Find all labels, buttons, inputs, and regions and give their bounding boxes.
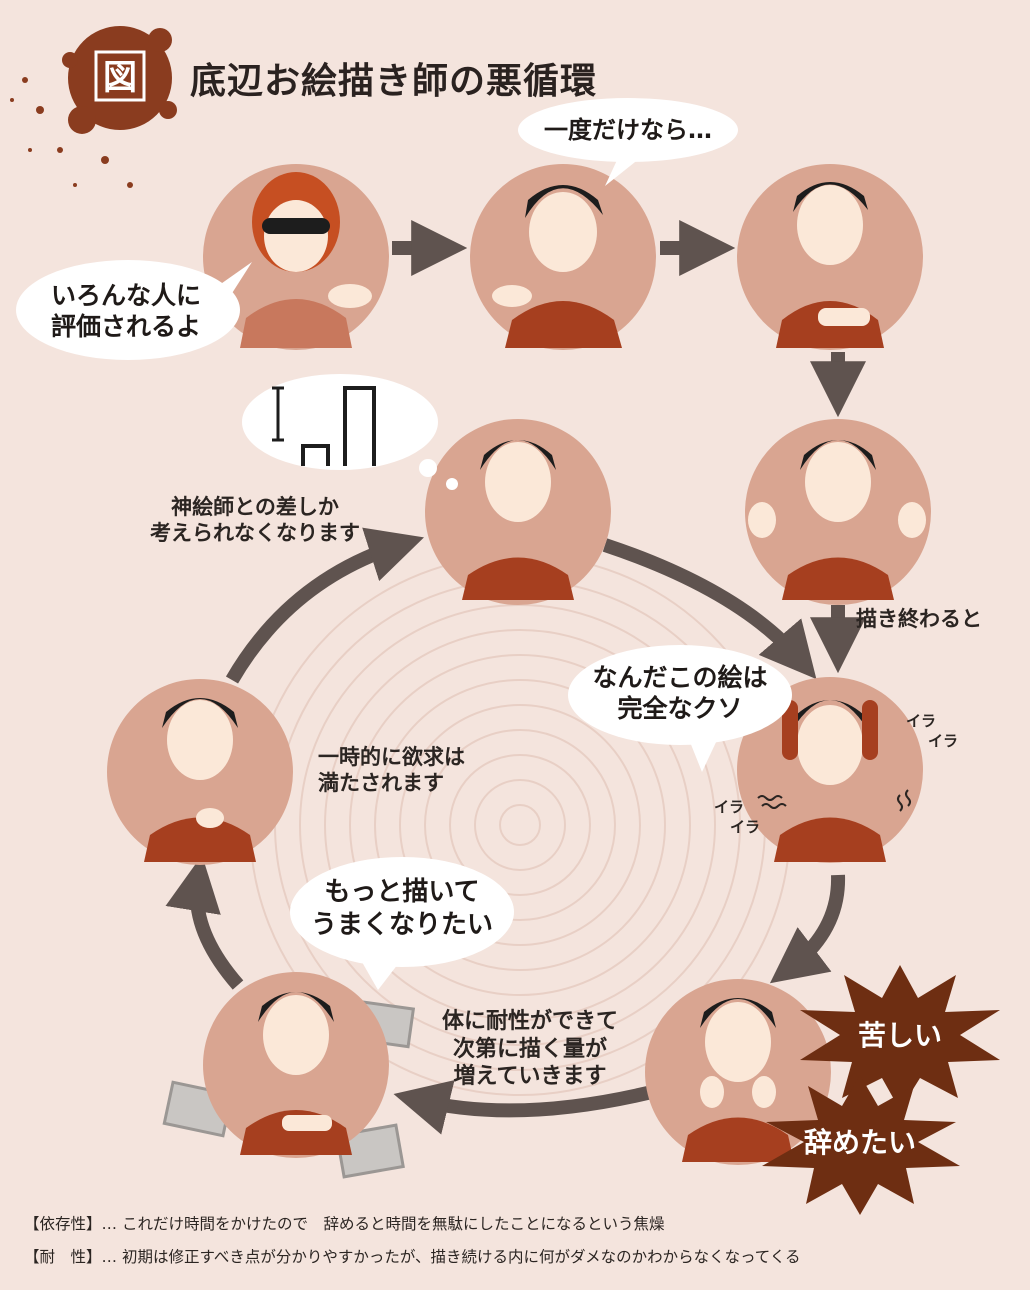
character-tempted (470, 164, 656, 350)
footer-dependence: 【依存性】… これだけ時間をかけたので 辞めると時間を無駄にしたことになるという… (24, 1212, 664, 1234)
footer-dependence-key: 【依存性】 (24, 1215, 102, 1233)
arrow-satisfied-to-compare (225, 527, 425, 684)
irritation-marks (757, 789, 911, 812)
footer-dependence-text: … これだけ時間をかけたので 辞めると時間を無駄にしたことになるという焦燥 (101, 1215, 665, 1233)
bubble-want-better (290, 857, 514, 990)
speech-want-better-line-1: もっと描いて (324, 877, 480, 907)
flow-arrows-straight (392, 220, 866, 674)
character-evaluator (203, 164, 389, 350)
caption-compare-line-2: 考えられなくなります (150, 521, 360, 546)
speech-want-better: もっと描いて うまくなりたい (296, 876, 508, 941)
caption-tolerance-line-3: 増えていきます (453, 1064, 607, 1089)
character-circles (107, 164, 931, 1179)
character-suffering (645, 979, 831, 1165)
footer-tolerance: 【耐 性】… 初期は修正すべき点が分かりやすかったが、描き続ける内に何がダメなの… (24, 1245, 801, 1267)
caption-tolerance-line-1: 体に耐性ができて (441, 1009, 618, 1034)
footer-tolerance-text: … 初期は修正すべき点が分かりやすかったが、描き続ける内に何がダメなのかわからな… (101, 1248, 801, 1266)
footer-tolerance-key: 【耐 性】 (24, 1248, 102, 1266)
arrow-suffer-to-draw (393, 1080, 662, 1135)
character-excited (745, 419, 931, 605)
speech-evaluated-line-1: いろんな人に (50, 281, 201, 310)
bubble-what-is-this (568, 645, 792, 772)
star-painful-label: 苦しい (857, 1019, 942, 1052)
arrow-draw-to-satisfied (165, 855, 244, 990)
character-angry (737, 677, 923, 863)
page-title: 底辺お絵描き師の悪循環 (190, 61, 598, 102)
bubble-evaluated (16, 260, 252, 360)
speech-want-better-line-2: うまくなりたい (310, 909, 493, 940)
caption-satisfied-line-1: 一時的に欲求は (318, 745, 465, 769)
irritation-a-line-2: イラ (928, 731, 959, 750)
speech-evaluated: いろんな人に 評価されるよ (26, 280, 226, 343)
irritation-a: イラ イラ (906, 712, 958, 751)
speech-bubbles (16, 98, 792, 990)
character-comparing (425, 419, 611, 605)
irritation-a-line-1: イラ (906, 712, 937, 730)
caption-after-drawing: 描き終わると (856, 607, 982, 631)
star-quit-label: 辞めたい (803, 1126, 916, 1159)
irritation-b: イラ イラ (714, 798, 760, 837)
irritation-b-line-2: イラ (730, 817, 761, 836)
character-satisfied (107, 679, 293, 865)
speech-what-is-this: なんだこの絵は 完全なクソ (578, 662, 782, 725)
arrow-compare-to-angry (602, 538, 817, 680)
speech-what-is-this-line-2: 完全なクソ (617, 694, 743, 724)
caption-satisfied-line-2: 満たされます (318, 771, 444, 796)
speech-once: 一度だけなら… (544, 116, 712, 144)
speech-what-is-this-line-1: なんだこの絵は (592, 663, 768, 692)
character-drawing-reluctant (737, 164, 923, 350)
character-drawing-more (162, 972, 416, 1179)
caption-satisfied: 一時的に欲求は 満たされます (318, 744, 465, 797)
caption-compare-line-1: 神絵師との差しか (171, 495, 339, 519)
caption-compare: 神絵師との差しか 考えられなくなります (130, 494, 380, 547)
caption-tolerance-line-2: 次第に描く量が (452, 1036, 607, 1062)
arrow-angry-to-suffer (769, 874, 846, 984)
speech-evaluated-line-2: 評価されるよ (50, 312, 201, 342)
badge-splatter (10, 26, 177, 188)
stress-stars (762, 965, 1000, 1215)
irritation-b-line-1: イラ (714, 798, 745, 816)
bubble-once (518, 98, 738, 186)
thought-bubble (242, 374, 458, 490)
flow-arrows-loop (165, 527, 846, 1135)
caption-tolerance: 体に耐性ができて 次第に描く量が 増えていきます (420, 1008, 640, 1091)
star-quit (762, 1075, 960, 1215)
figure-badge: 図 (103, 58, 137, 98)
star-painful (800, 965, 1000, 1110)
